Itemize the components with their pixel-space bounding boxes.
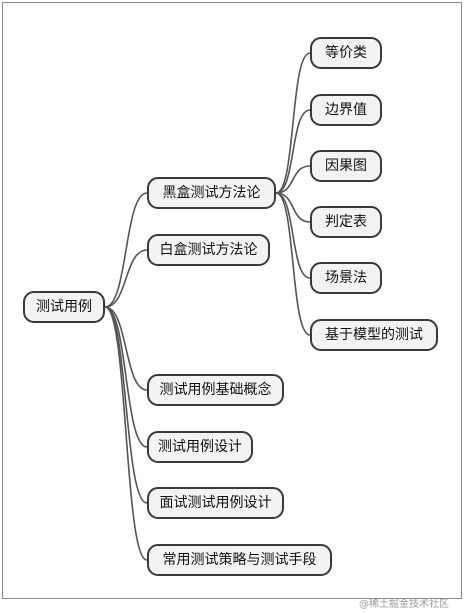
edge-root-to-interview: [104, 306, 148, 504]
edge-root-to-white-box: [104, 249, 148, 308]
edge-black-box-to-scenario: [275, 192, 311, 279]
edge-black-box-to-boundary: [275, 109, 311, 194]
branch-test-case-design[interactable]: 测试用例设计: [147, 431, 253, 463]
edge-root-to-black-box: [104, 192, 148, 308]
edge-black-box-to-model-based: [275, 192, 311, 336]
edge-black-box-to-cause-effect: [275, 165, 311, 194]
edge-root-to-design: [104, 306, 148, 448]
leaf-scenario-method[interactable]: 场景法: [310, 262, 382, 294]
edge-black-box-to-decision-table: [275, 192, 311, 223]
branch-interview-test-design[interactable]: 面试测试用例设计: [147, 487, 284, 519]
edge-black-box-to-equivalence: [275, 52, 311, 194]
leaf-cause-effect-graph[interactable]: 因果图: [310, 150, 382, 182]
watermark-text: @稀土掘金技术社区: [359, 599, 449, 610]
diagram-frame: [2, 2, 462, 599]
leaf-boundary-value[interactable]: 边界值: [310, 94, 382, 126]
edge-root-to-basics: [104, 306, 148, 391]
leaf-equivalence-class[interactable]: 等价类: [310, 37, 382, 69]
branch-test-case-basics[interactable]: 测试用例基础概念: [147, 374, 284, 406]
edge-root-to-strategy: [104, 306, 148, 561]
leaf-model-based-testing[interactable]: 基于模型的测试: [310, 319, 438, 351]
branch-white-box-methods[interactable]: 白盒测试方法论: [147, 234, 270, 266]
root-node[interactable]: 测试用例: [23, 291, 105, 323]
branch-black-box-methods[interactable]: 黑盒测试方法论: [147, 177, 276, 209]
leaf-decision-table[interactable]: 判定表: [310, 206, 382, 238]
branch-test-strategies[interactable]: 常用测试策略与测试手段: [147, 544, 332, 576]
